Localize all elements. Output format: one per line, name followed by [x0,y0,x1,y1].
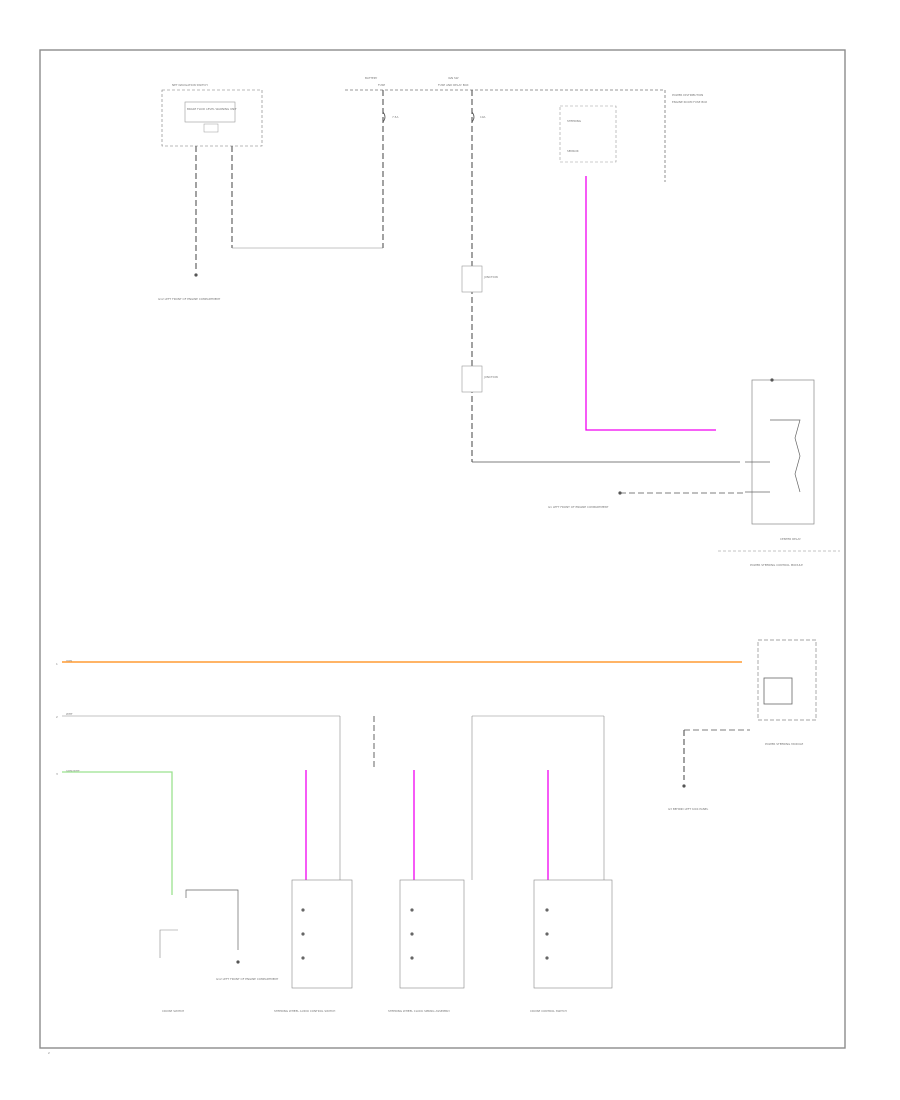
fuse-2-sub: FUSE AND RELAY BOX [438,83,469,87]
bottom-switch-3: CRUISE CONTROL SWITCH [530,1009,567,1013]
right-note-sub: ENGINE ROOM FUSE BOX [672,100,707,104]
bottom-switch-2: STEERING WHEEL CLOCK SPRING ASSEMBLY [388,1009,450,1013]
bottom-switch-1: STEERING WHEEL AUDIO CONTROL SWITCH [274,1009,335,1013]
power-steering-module: POWER STEERING MODULE [757,639,817,746]
ground-left-label: G12 LEFT FRONT OF ENGINE COMPARTMENT [158,297,221,301]
green-wire [62,771,173,895]
diagram-frame [39,49,846,1049]
fuse-2-top: IGN SW [448,76,459,80]
cruise-control-switch: CRUISE CONTROL SWITCH [530,716,613,1013]
steering-sensor: STEERING SENSOR [559,105,617,163]
switch-unit: NET NAVIGATION SWITCH BRAKE FLUID LEVEL … [161,83,263,147]
ground-bottom-label: G12 LEFT FRONT OF ENGINE COMPARTMENT [216,977,279,981]
cruise-switch: CRUISE SWITCH [159,889,239,1013]
junction-2-label: JUNCTION [483,375,498,379]
junction-connector-1 [461,265,483,293]
fuse-1-symbol [382,111,386,123]
ground-right-label: G3 BEHIND LEFT KICK PANEL [668,807,709,811]
ground-right-terminal [682,784,686,788]
bus-num-2: 2 [56,715,58,719]
page-marker: 2 [48,1051,50,1055]
bottom-switch-0: CRUISE SWITCH [162,1009,184,1013]
ground-mid-label: G1 LEFT FRONT OF ENGINE COMPARTMENT [548,505,609,509]
fuse-2-symbol [471,111,475,123]
right-note: POWER DISTRIBUTION [672,93,703,97]
power-module-label: POWER STEERING MODULE [765,742,804,746]
fuse-1-top: BATTERY [365,76,378,80]
bus-num-1: 1 [56,662,58,666]
clock-spring-assembly: STEERING WHEEL CLOCK SPRING ASSEMBLY [373,716,465,1013]
center-relay: CENTER RELAY POWER STEERING CONTROL MODU… [745,378,815,567]
fuse-2-name: 10A [480,115,486,119]
ground-bottom-terminal [236,960,240,964]
ground-terminal [194,273,198,277]
bus-tag-3: GRN/WHT [66,769,80,773]
relay-box-label: CENTER RELAY [780,537,801,541]
junction-1-label: JUNCTION [483,275,498,279]
fuse-1-sub: FUSE [378,83,385,87]
bus-tag-1: ORN [66,659,72,663]
pink-wire-top [585,176,716,431]
audio-control-switch: STEERING WHEEL AUDIO CONTROL SWITCH [274,716,353,1013]
bus-num-3: 3 [56,772,58,776]
fuse-1-name: 7.5A [392,115,398,119]
junction-connector-2 [461,365,483,393]
module-l1: STEERING [567,119,581,123]
bus-tag-2: WHT [66,712,73,716]
switch-unit-sub: BRAKE FLUID LEVEL WARNING UNIT [187,107,237,111]
ground-mid-terminal [618,491,622,495]
relay-box-sub: POWER STEERING CONTROL MODULE [750,563,803,567]
module-l2: SENSOR [567,149,579,153]
switch-unit-title: NET NAVIGATION SWITCH [172,83,208,87]
